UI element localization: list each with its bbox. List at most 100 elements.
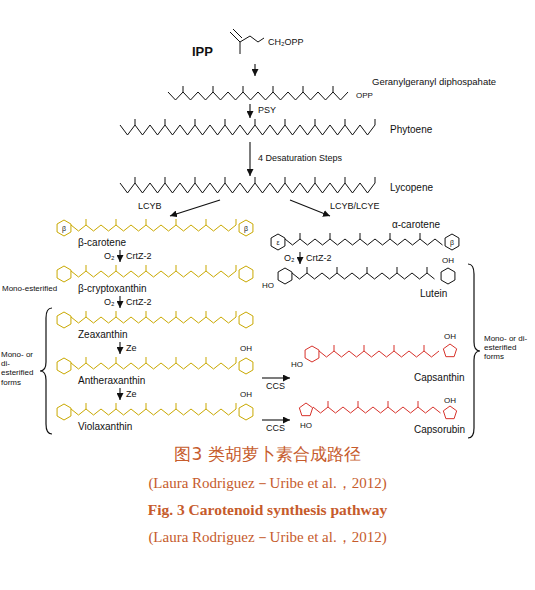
methyl-branch [388,401,389,407]
structure-label: β [244,225,248,232]
methyl-branch [418,401,419,407]
methyl-branch [236,219,237,225]
polyene-chain [71,271,236,277]
molecule-name: Zeaxanthin [78,329,127,341]
methyl-branch [255,177,256,183]
methyl-branch [176,403,177,409]
hexagon-ring [57,358,71,374]
reaction-arrow [249,104,250,118]
structure-label: HO [300,421,312,431]
methyl-branch [300,233,301,239]
structure-label: ε [276,239,279,246]
methyl-branch [135,177,136,183]
molecule-node: Zeaxanthin [50,308,262,342]
methyl-branch [273,86,274,92]
methyl-branch [358,401,359,407]
methyl-branch [146,219,147,225]
double-bond [233,29,242,38]
methyl-branch [345,119,346,125]
methyl-branch [176,311,177,317]
reaction-arrow [119,250,120,262]
enzyme-label: LCYB/LCYE [330,201,380,212]
molecule-node: α-carotene [262,216,470,252]
structure-label: OH [240,344,252,354]
molecule-name: Lycopene [390,182,433,194]
methyl-branch [86,265,87,271]
methyl-branch [315,119,316,125]
enzyme-label: CrtZ-2 [126,251,152,262]
molecule-name: β-carotene [78,237,126,249]
molecule-name: α-carotene [392,219,440,231]
methyl-branch [427,267,428,273]
methyl-branch [206,357,207,363]
methyl-branch [176,219,177,225]
structure-label: OPP [356,91,373,101]
molecule-name: Phytoene [390,124,432,136]
methyl-branch [333,86,334,92]
hexagon-ring [278,268,292,284]
enzyme-label: PSY [258,105,276,116]
methyl-branch [165,177,166,183]
methyl-branch [375,119,376,125]
caption-line: Fig. 3 Carotenoid synthesis pathway [148,501,388,520]
structure-label: OH [240,390,252,400]
pentagon-ring [443,344,456,357]
methyl-branch [243,86,244,92]
molecule-node: β-carotene [50,216,262,250]
methyl-branch [183,86,184,92]
methyl-branch [135,119,136,125]
methyl-branch [394,345,395,351]
hexagon-ring [57,266,71,282]
polyene-chain [71,409,236,415]
enzyme-label: Ze [126,343,137,354]
structure-label: Mono- or di-esterified forms [484,334,532,362]
molecule-name: Violaxanthin [78,421,132,433]
molecule-node: β-cryptoxanthin [50,262,262,296]
hexagon-ring [239,358,253,374]
methyl-branch [328,401,329,407]
reaction-arrow [170,200,220,216]
reaction-arrow [119,342,120,354]
methyl-branch [375,177,376,183]
structure-label: Mono- or di-esterified forms [1,350,39,387]
methyl-branch [195,177,196,183]
structure-label: OH [442,256,454,266]
molecule-node: Capsanthin [290,336,470,386]
methyl-branch [206,265,207,271]
molecule-node: Capsorubin [290,394,470,438]
reaction-arrow [119,296,120,308]
methyl-branch [345,177,346,183]
methyl-branch [146,311,147,317]
molecule-name: Capsanthin [414,372,465,384]
hexagon-ring [441,268,455,284]
methyl-branch [397,267,398,273]
molecule-node: Phytoene [112,118,442,142]
reaction-arrow [262,419,290,420]
polyene-chain [120,183,375,193]
structure-label: O₂ [104,251,115,262]
molecule-name: IPP [192,44,213,60]
enzyme-label: CCS [266,423,285,434]
polyene-chain [313,407,441,413]
methyl-branch [236,265,237,271]
methyl-branch [176,357,177,363]
enzyme-label: CrtZ-2 [306,253,332,264]
methyl-branch [424,345,425,351]
methyl-branch [330,233,331,239]
polyene-chain [285,239,443,245]
hexagon-ring [445,234,459,250]
polyene-chain [71,225,236,231]
methyl-branch [146,265,147,271]
methyl-branch [255,119,256,125]
molecule-name: Lutein [420,288,447,300]
molecule-name: Antheraxanthin [78,375,145,387]
reaction-arrow [249,142,250,176]
methyl-branch [360,233,361,239]
methyl-branch [206,311,207,317]
polyene-chain [120,125,375,135]
molecule-node: Lycopene [112,176,442,200]
pentagon-ring [443,406,456,419]
methyl-branch [420,233,421,239]
hexagon-ring [57,312,71,328]
molecule-node: Antheraxanthin [50,354,262,388]
